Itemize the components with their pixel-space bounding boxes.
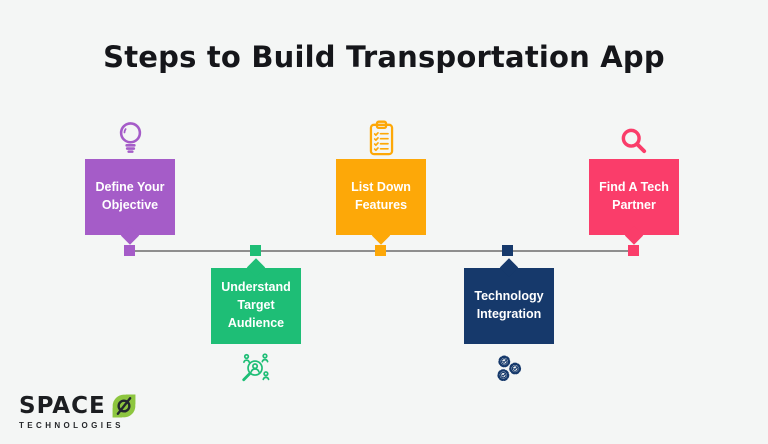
step-box-find-a-tech-partner: Find A Tech Partner (589, 159, 679, 245)
page-title: Steps to Build Transportation App (103, 40, 665, 74)
timeline-marker-4 (502, 245, 513, 256)
step-label: Define Your Objective (95, 180, 165, 212)
step-box-list-down-features: List Down Features (336, 159, 426, 245)
step-pointer (624, 226, 644, 245)
step-box-define-your-objective: Define Your Objective (85, 159, 175, 245)
search-icon (619, 118, 649, 156)
timeline-marker-1 (124, 245, 135, 256)
step-pointer (120, 226, 140, 245)
logo-brand-text: SPACE (19, 392, 106, 419)
logo-tagline-text: TECHNOLOGIES (19, 421, 124, 430)
step-pointer (246, 258, 266, 277)
step-understand-target-audience: Understand Target Audience (211, 258, 301, 390)
gears-check-icon (492, 352, 526, 390)
timeline-marker-2 (250, 245, 261, 256)
step-list-down-features: List Down Features (336, 118, 426, 245)
step-technology-integration: Technology Integration (464, 258, 554, 390)
spaceo-logo: SPACE TECHNOLOGIES (19, 394, 136, 430)
timeline-marker-5 (628, 245, 639, 256)
step-label: Technology Integration (474, 289, 544, 321)
timeline-marker-3 (375, 245, 386, 256)
step-pointer (499, 258, 519, 277)
step-box-technology-integration: Technology Integration (464, 258, 554, 344)
step-find-a-tech-partner: Find A Tech Partner (589, 118, 679, 245)
step-define-your-objective: Define Your Objective (85, 118, 175, 245)
step-pointer (371, 226, 391, 245)
audience-search-icon (237, 352, 275, 390)
lightbulb-icon (115, 118, 146, 156)
step-label: Find A Tech Partner (599, 180, 669, 212)
checklist-clipboard-icon (367, 118, 396, 156)
step-label: Understand Target Audience (221, 280, 291, 330)
step-box-understand-target-audience: Understand Target Audience (211, 258, 301, 344)
logo-o-icon (112, 394, 136, 418)
step-label: List Down Features (351, 180, 411, 212)
